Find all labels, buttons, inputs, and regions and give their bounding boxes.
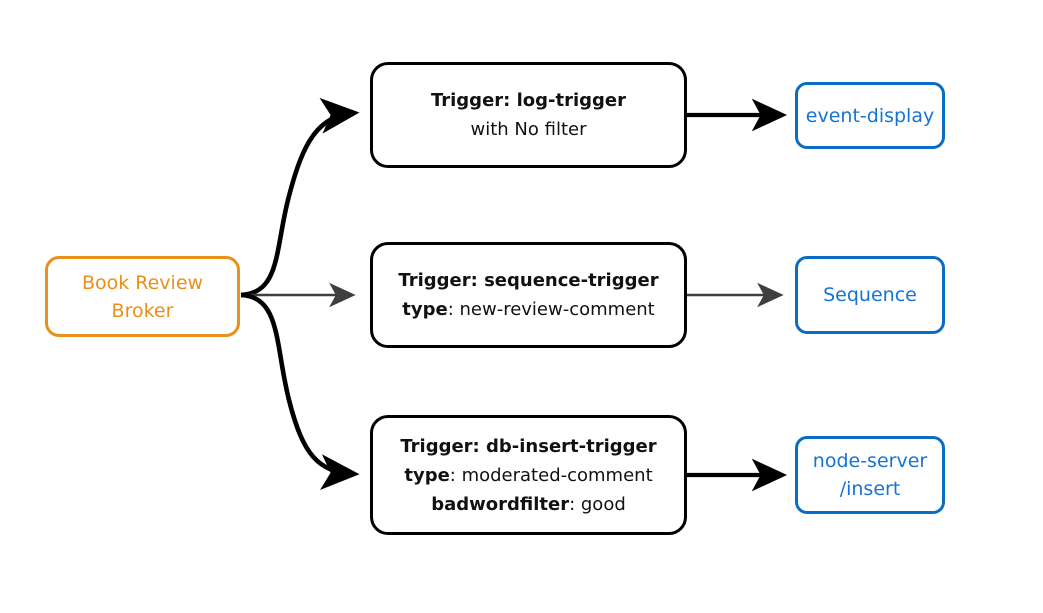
node-trigger-sequence-trigger[interactable]: Trigger: sequence-trigger type: new-revi… [370,242,687,348]
target-node-server-label-line1: node-server [812,450,928,472]
node-trigger-log-trigger[interactable]: Trigger: log-trigger with No filter [370,62,687,168]
broker-label-line1: Book Review [81,271,204,294]
trigger-db-line2: type: moderated-comment [404,464,653,486]
node-trigger-db-insert-trigger[interactable]: Trigger: db-insert-trigger type: moderat… [370,415,687,535]
edge-broker-to-db-insert-trigger [240,292,360,491]
trigger-db-line3: badwordfilter: good [431,493,626,515]
trigger-sequence-line1: Trigger: sequence-trigger [398,270,659,291]
broker-label-line2: Broker [111,299,174,322]
node-book-review-broker[interactable]: Book Review Broker [45,256,240,337]
trigger-log-line1: Trigger: log-trigger [430,90,627,111]
target-sequence-label: Sequence [823,284,917,306]
trigger-db-line1: Trigger: db-insert-trigger [400,435,657,457]
node-target-sequence[interactable]: Sequence [795,256,945,334]
trigger-log-line2: with No filter [470,119,587,140]
target-event-display-label: event-display [805,104,935,127]
node-target-event-display[interactable]: event-display [795,82,945,149]
node-target-node-server-insert[interactable]: node-server /insert [795,436,945,514]
target-node-server-label-line2: /insert [839,478,901,500]
edge-broker-to-log-trigger [240,97,360,298]
trigger-sequence-line2: type: new-review-comment [402,299,655,320]
